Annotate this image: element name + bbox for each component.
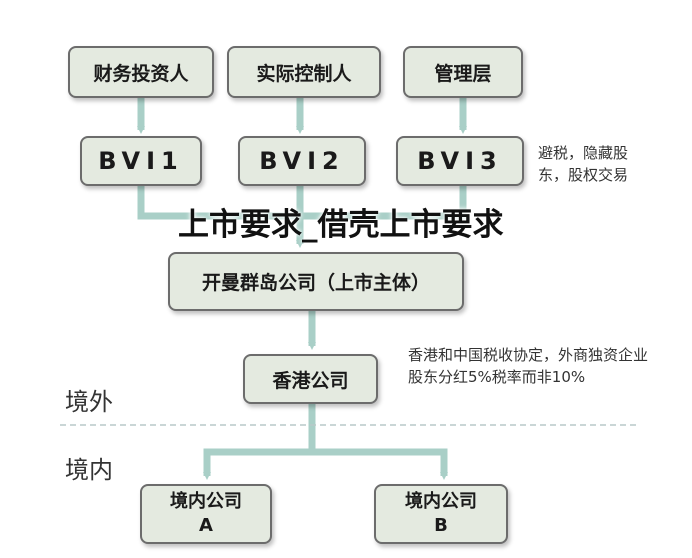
bvi2-label: BVI2: [259, 147, 345, 175]
bvi3-box: BVI3: [396, 136, 524, 186]
bvi3-label: BVI3: [417, 147, 503, 175]
bvi1-box: BVI1: [80, 136, 202, 186]
bvi1-label: BVI1: [98, 147, 184, 175]
actual-controller-box: 实际控制人: [227, 46, 381, 98]
domestic-company-b-line2: B: [434, 515, 448, 536]
domestic-company-a-box: 境内公司 A: [140, 484, 272, 544]
management-box: 管理层: [403, 46, 523, 98]
cayman-company-label: 开曼群岛公司（上市主体）: [201, 272, 430, 294]
domestic-company-a-line1: 境内公司: [170, 491, 242, 512]
hongkong-company-label: 香港公司: [272, 369, 349, 392]
actual-controller-label: 实际控制人: [256, 62, 352, 85]
overlay-title: 上市要求_借壳上市要求: [178, 207, 504, 243]
financial-investor-label: 财务投资人: [93, 62, 189, 85]
cayman-company-box: 开曼群岛公司（上市主体）: [168, 252, 464, 311]
domestic-company-b-box: 境内公司 B: [374, 484, 508, 544]
hk-note: 香港和中国税收协定，外商独资企业股东分红5%税率而非10%: [408, 346, 649, 386]
bvi-note: 避税，隐藏股东，股权交易: [538, 144, 629, 184]
financial-investor-box: 财务投资人: [68, 46, 214, 98]
management-label: 管理层: [434, 62, 492, 85]
bvi2-box: BVI2: [238, 136, 366, 186]
domestic-company-b-line1: 境内公司: [405, 491, 477, 512]
region-inside-label: 境内: [65, 456, 113, 484]
domestic-company-a-line2: A: [199, 515, 213, 536]
region-outside-label: 境外: [65, 388, 113, 416]
hongkong-company-box: 香港公司: [243, 354, 378, 404]
